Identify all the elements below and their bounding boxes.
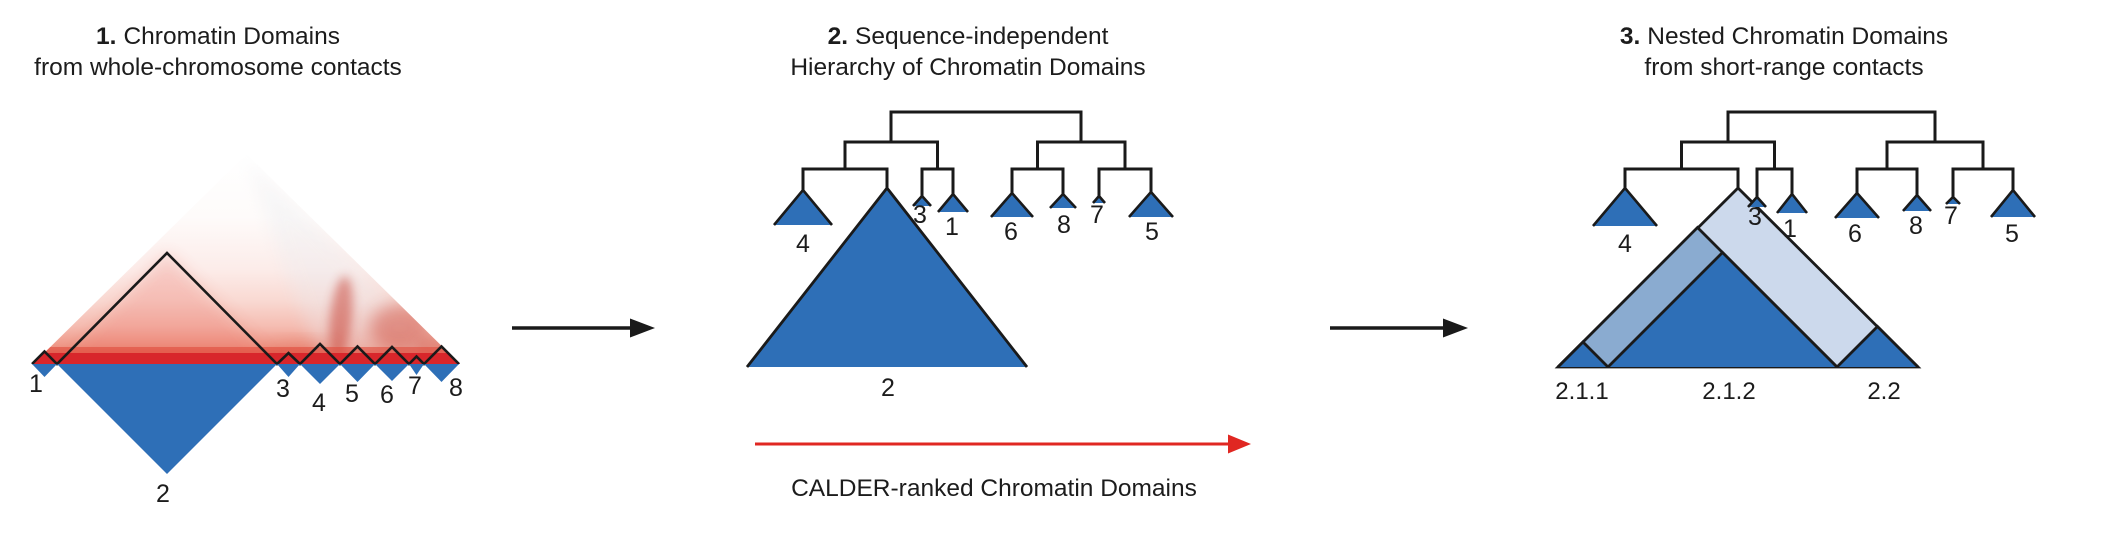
red-arrow-label: CALDER-ranked Chromatin Domains (791, 475, 1197, 502)
leaf-label-6: 6 (1004, 218, 1018, 246)
panel1-subtitle: from whole-chromosome contacts (34, 54, 402, 81)
arrow-panel2-to-panel3 (1330, 318, 1468, 338)
leaf-triangle-1 (937, 191, 969, 213)
domain-triangle-5 (340, 364, 375, 382)
panel3-subtitle: from short-range contacts (1644, 54, 1923, 81)
domain-triangle-6 (375, 364, 409, 381)
domain-label-6: 6 (380, 381, 394, 409)
domain-label-8: 8 (449, 374, 463, 402)
domain-label-2: 2 (156, 480, 170, 508)
heatmap-domain2-wash (57, 253, 277, 364)
leaf-label-5: 5 (1145, 218, 1159, 246)
arrow-head-icon (630, 318, 655, 338)
panel2-leaf-triangles (745, 185, 1174, 368)
leaf-triangle-8 (1902, 193, 1932, 212)
leaf-label-6: 6 (1848, 220, 1862, 248)
leaf-label-8: 8 (1909, 212, 1923, 240)
leaf-label-4: 4 (1618, 230, 1632, 258)
leaf-label-3: 3 (913, 201, 927, 229)
domain-label-1: 1 (29, 370, 43, 398)
heatmap-red-streak (329, 276, 353, 360)
leaf-label-5: 5 (2005, 220, 2019, 248)
leaf-triangle-2 (745, 185, 1029, 368)
panel2-title: 2.Sequence-independent (828, 23, 1109, 50)
leaf-triangle-5 (1989, 187, 2037, 218)
leaf-triangle-6 (990, 191, 1034, 218)
leaf-label-4: 4 (796, 230, 810, 258)
domain-label-3: 3 (276, 375, 290, 403)
leaf-label-1: 1 (1783, 215, 1797, 243)
nested-domain-2-1-2 (1607, 250, 1838, 368)
domain-label-4: 4 (312, 389, 326, 417)
domain-triangle-7 (409, 364, 424, 375)
panel3-number: 3. (1620, 23, 1640, 50)
domain-label-7: 7 (408, 372, 422, 400)
leaf-triangle-4 (1592, 185, 1658, 227)
domain-triangle-4 (300, 364, 340, 384)
leaf-triangle-4 (772, 187, 834, 226)
leaf-label-3: 3 (1748, 203, 1762, 231)
arrow-head-icon (1443, 318, 1468, 338)
panel2-subtitle: Hierarchy of Chromatin Domains (790, 54, 1145, 81)
panel1-domain-labels: 1 2 3 4 5 6 7 8 (29, 370, 463, 508)
leaf-triangle-1 (1775, 191, 1809, 214)
domain-triangle-8 (424, 364, 459, 382)
red-arrow-head-icon (1228, 434, 1251, 454)
leaf-triangle-8 (1049, 192, 1077, 209)
nested-label-2-1-2: 2.1.2 (1702, 378, 1755, 405)
leaf-label-7: 7 (1090, 201, 1104, 229)
nested-label-2-2: 2.2 (1867, 378, 1900, 405)
leaf-label-1: 1 (945, 213, 959, 241)
leaf-label-7: 7 (1944, 202, 1958, 230)
leaf-triangle-7 (1945, 195, 1961, 205)
panel3-dendrogram (1623, 110, 2015, 198)
domain-triangle-2 (57, 364, 277, 474)
leaf-triangle-5 (1128, 190, 1174, 218)
nested-domain-2-2 (1836, 324, 1919, 368)
panel3-leaf-triangles (1592, 185, 2037, 227)
arrow-panel1-to-panel2 (512, 318, 655, 338)
panel2: 2.Sequence-independent Hierarchy of Chro… (745, 23, 1174, 402)
panel1-number: 1. (96, 23, 116, 50)
panel2-dendrogram (801, 110, 1153, 197)
domain-label-5: 5 (345, 380, 359, 408)
heatmap-band-fade (33, 347, 460, 353)
domain-triangle-3 (277, 364, 300, 377)
leaf-label-8: 8 (1057, 211, 1071, 239)
panel3-title: 3.Nested Chromatin Domains (1620, 23, 1948, 50)
nested-label-2-1-1: 2.1.1 (1555, 378, 1608, 405)
nested-domain-2-1-1 (1557, 340, 1609, 368)
panel2-leaf-labels: 4 2 3 1 6 8 7 5 (796, 201, 1159, 402)
leaf-triangle-3 (912, 194, 932, 207)
leaf-label-2: 2 (881, 374, 895, 402)
leaf-triangle-3 (1747, 195, 1767, 208)
leaf-triangle-6 (1834, 191, 1880, 219)
panel3: 3.Nested Chromatin Domains from short-ra… (1554, 23, 2037, 405)
panel3-nested-triangle (1554, 186, 1922, 369)
calder-rank-arrow: CALDER-ranked Chromatin Domains (755, 434, 1251, 502)
panel2-number: 2. (828, 23, 848, 50)
panel3-labels: 4 3 1 6 8 7 5 2.1.1 2.1.2 2.2 (1555, 202, 2019, 405)
heatmap-red-band (33, 353, 460, 364)
panel1-domain-triangles (32, 364, 459, 474)
panel1-heatmap (31, 154, 460, 366)
panel1-title: 1.Chromatin Domains (96, 23, 340, 50)
leaf-triangle-7 (1092, 194, 1106, 204)
domain-triangle-1 (32, 364, 57, 377)
panel1: 1.Chromatin Domains from whole-chromosom… (29, 23, 463, 508)
